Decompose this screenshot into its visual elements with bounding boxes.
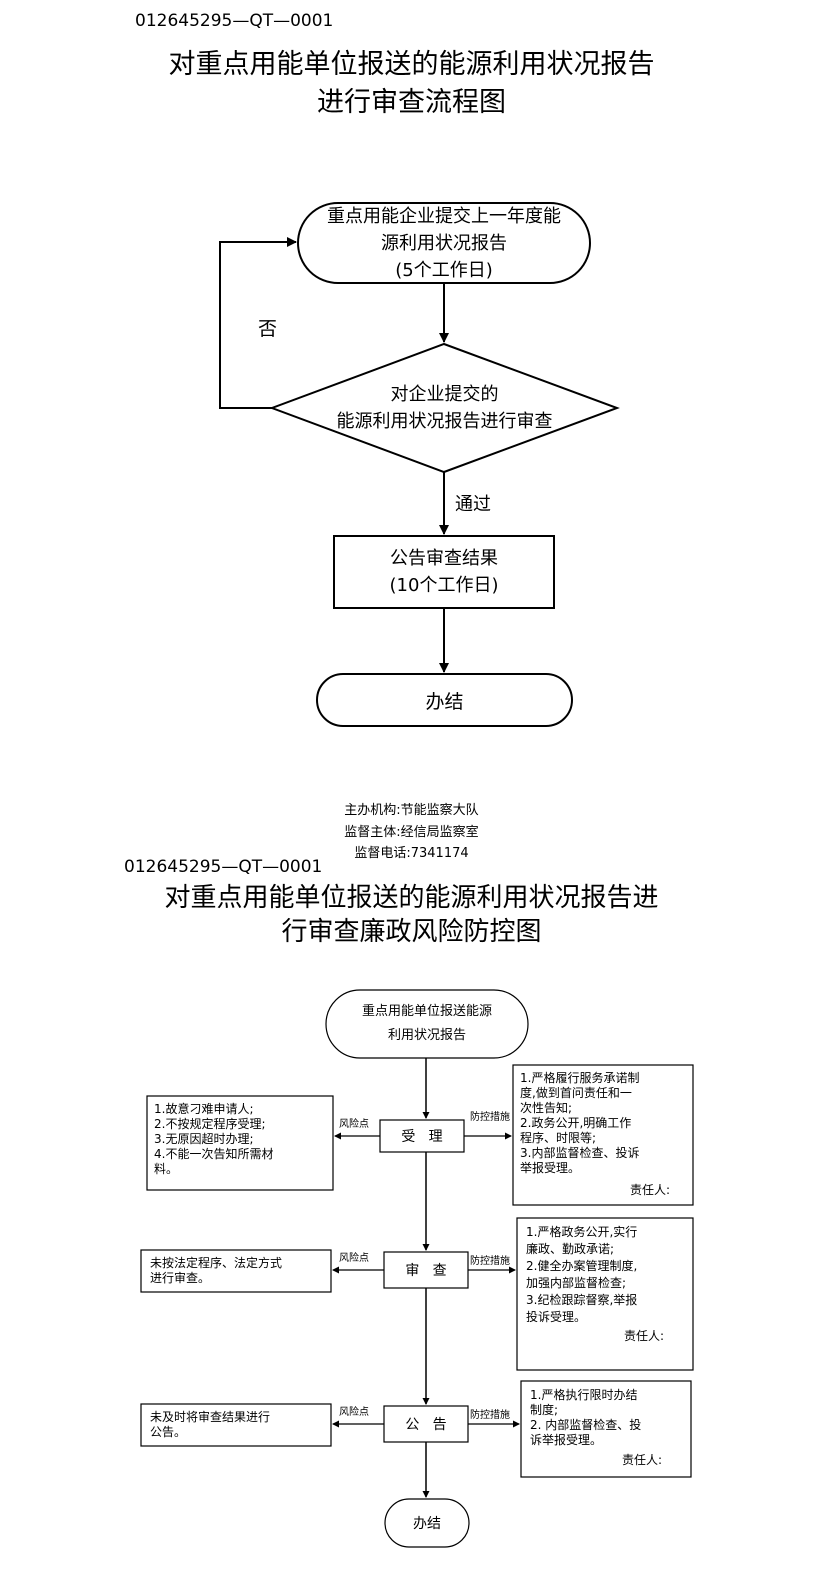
doc1-title-line1: 对重点用能单位报送的能源利用状况报告 bbox=[168, 49, 655, 80]
start2-node: 重点用能单位报送能源 利用状况报告 bbox=[326, 990, 528, 1058]
decision-node: 对企业提交的 能源利用状况报告进行审查 bbox=[272, 370, 617, 446]
publish-line1: 公告审查结果 bbox=[390, 548, 498, 569]
start-node-line2: 源利用状况报告 bbox=[381, 232, 507, 254]
doc2-title-line1: 对重点用能单位报送的能源利用状况报告进 bbox=[164, 883, 659, 913]
control3-box-shape bbox=[520, 1380, 692, 1478]
start-node-line3: (5个工作日) bbox=[395, 259, 493, 281]
end2-node: 办结 bbox=[413, 1516, 441, 1532]
start-node: 重点用能企业提交上一年度能 源利用状况报告 (5个工作日) bbox=[298, 203, 590, 283]
publish-node: 公告审查结果 (10个工作日) bbox=[334, 536, 554, 608]
doc2-title-line2: 行审查廉政风险防控图 bbox=[281, 917, 542, 947]
risk1-text: 1.故意刁难申请人; 2.不按规定程序受理; 3.无原因超时办理; 4.不能一次… bbox=[154, 1102, 274, 1176]
risk3-text: 未及时将审查结果进行 公告。 bbox=[150, 1410, 271, 1439]
risk1-box-shape bbox=[146, 1095, 334, 1191]
risk3-box-shape bbox=[140, 1403, 332, 1447]
decision-line1: 对企业提交的 bbox=[390, 384, 499, 405]
risk-label-2: 风险点 bbox=[339, 1253, 369, 1264]
publish-line2: (10个工作日) bbox=[389, 575, 499, 596]
control2-box-shape bbox=[516, 1217, 694, 1371]
start2-terminator-shape bbox=[325, 989, 529, 1059]
end-terminator-shape bbox=[316, 673, 573, 727]
control1-responsible: 责任人: bbox=[630, 1183, 671, 1197]
pass-label: 通过 bbox=[455, 494, 491, 515]
step2-node: 审 查 bbox=[405, 1263, 447, 1279]
control2-text: 1.严格政务公开,实行 廉政、勤政承诺; 2.健全办案管理制度, 加强内部监督检… bbox=[526, 1225, 638, 1324]
info-supervisor: 监督主体:经信局监察室 bbox=[344, 825, 479, 840]
no-label: 否 bbox=[258, 318, 278, 340]
start2-line1: 重点用能单位报送能源 bbox=[361, 1004, 492, 1019]
info-org: 主办机构:节能监察大队 bbox=[344, 803, 479, 818]
risk2-text: 未按法定程序、法定方式 进行审查。 bbox=[150, 1256, 283, 1285]
step1-node: 受 理 bbox=[401, 1129, 443, 1145]
risk-label-3: 风险点 bbox=[339, 1407, 369, 1418]
start2-line2: 利用状况报告 bbox=[387, 1028, 466, 1043]
control-label-2: 防控措施 bbox=[470, 1256, 510, 1267]
doc1-code: 012645295—QT—0001 bbox=[135, 11, 334, 31]
control2-responsible: 责任人: bbox=[624, 1329, 665, 1343]
risk-label-1: 风险点 bbox=[339, 1119, 369, 1130]
end2-terminator-shape bbox=[384, 1498, 470, 1548]
control3-responsible: 责任人: bbox=[622, 1453, 663, 1467]
risk2-box-shape bbox=[140, 1249, 332, 1293]
doc1-title-line2: 进行审查流程图 bbox=[317, 87, 506, 118]
control-label-1: 防控措施 bbox=[470, 1112, 510, 1123]
doc2-code: 012645295—QT—0001 bbox=[124, 857, 323, 877]
decision-line2: 能源利用状况报告进行审查 bbox=[336, 411, 553, 432]
control3-text: 1.严格执行限时办结 制度; 2. 内部监督检查、投 诉举报受理。 bbox=[530, 1388, 642, 1447]
start-node-line1: 重点用能企业提交上一年度能 bbox=[327, 205, 561, 227]
step3-node: 公 告 bbox=[405, 1417, 447, 1433]
control-label-3: 防控措施 bbox=[470, 1410, 510, 1421]
info-phone: 监督电话:7341174 bbox=[354, 846, 469, 861]
control1-text: 1.严格履行服务承诺制 度,做到首问责任和一 次性告知; 2.政务公开,明确工作… bbox=[520, 1071, 640, 1175]
control1-box-shape bbox=[512, 1064, 694, 1206]
reject-loop-line bbox=[219, 237, 297, 409]
end-node: 办结 bbox=[425, 690, 464, 713]
